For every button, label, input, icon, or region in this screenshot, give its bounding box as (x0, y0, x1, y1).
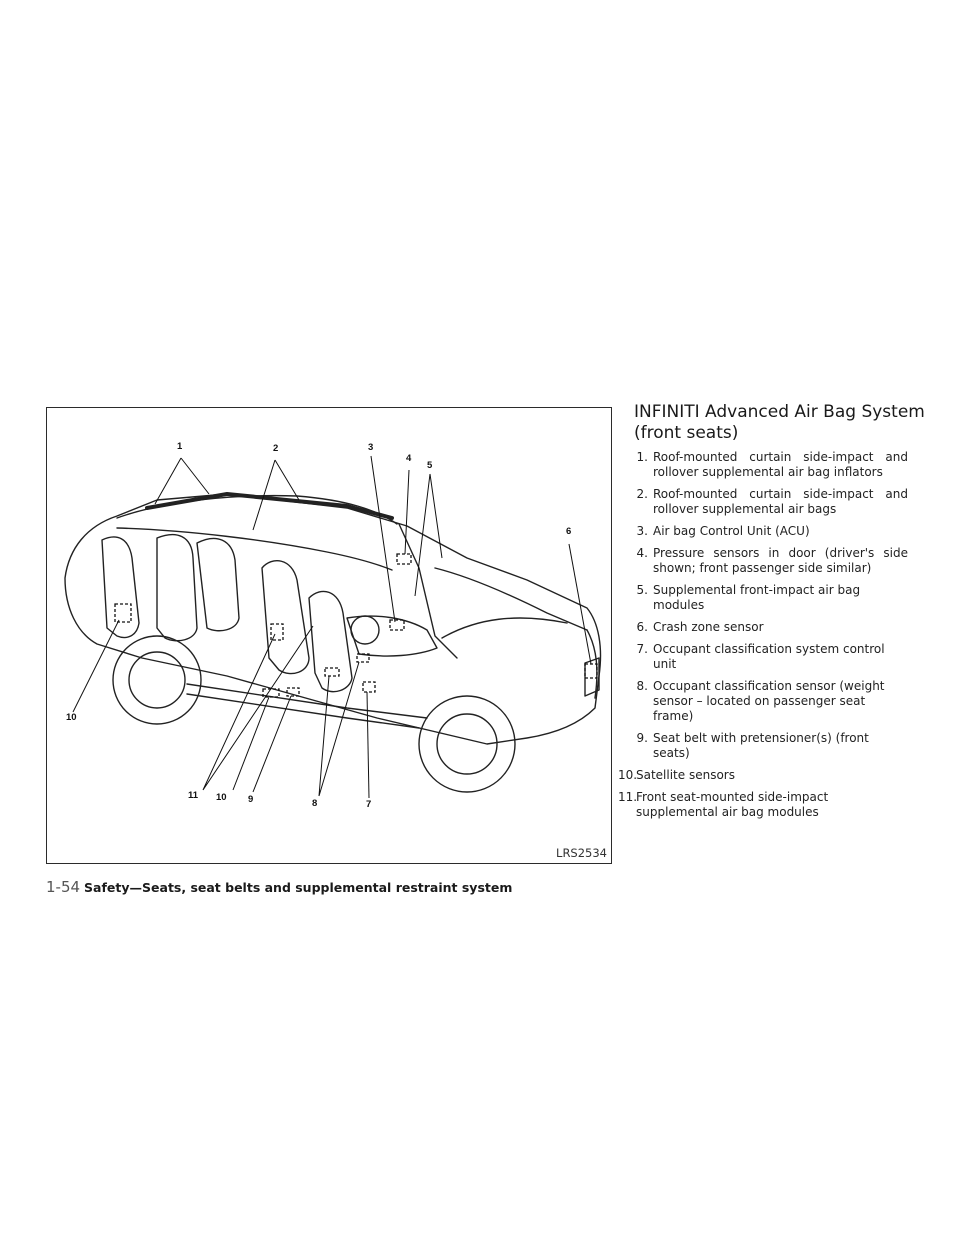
front-fascia (586, 629, 598, 699)
callout-9: 9 (248, 794, 254, 805)
leader-6 (568, 543, 592, 665)
front-wheel (418, 695, 516, 793)
item-number: 2. (636, 487, 648, 501)
list-item: 5. Supplemental front-impact air bag modu… (618, 583, 908, 613)
leader-4 (404, 469, 410, 555)
item-text: Crash zone sensor (653, 620, 764, 634)
list-item: 4. Pressure sensors in door (driver's sid… (618, 546, 908, 576)
callout-3: 3 (368, 442, 374, 453)
callout-2: 2 (273, 443, 279, 454)
item-text: Satellite sensors (636, 768, 735, 782)
sensor-box-satellite-rear (114, 603, 132, 623)
item-number: 11. (618, 790, 638, 804)
list-item: 2. Roof-mounted curtain side-impact and r… (618, 487, 908, 517)
leader-5 (414, 473, 443, 597)
leader-10-left (72, 619, 120, 713)
hood-crease (441, 617, 568, 639)
list-item: 8. Occupant classification sensor (weight… (618, 679, 908, 724)
item-number: 6. (636, 620, 648, 634)
list-item: 9. Seat belt with pretensioner(s) (front … (618, 731, 908, 761)
hood-line (434, 567, 588, 631)
dashboard (346, 615, 438, 657)
leader-7 (366, 691, 370, 799)
leader-9 (252, 695, 292, 793)
sensor-box-door-pressure (396, 553, 412, 565)
front-seat-driver (261, 560, 310, 675)
airbag-system-illustration: 1 2 3 4 5 6 10 11 10 9 8 7 LRS2534 (46, 407, 612, 864)
figure-code: LRS2534 (556, 846, 607, 860)
item-text: Roof-mounted curtain side-impact and rol… (653, 487, 908, 516)
callout-10-mid: 10 (216, 792, 227, 803)
item-number: 4. (636, 546, 648, 560)
callout-10-left: 10 (66, 712, 77, 723)
component-list: 1. Roof-mounted curtain side-impact and r… (618, 450, 908, 827)
sensor-box-acu (389, 619, 405, 631)
front-seat-passenger (308, 590, 353, 693)
item-number: 7. (636, 642, 648, 656)
roof-rail-right (116, 527, 393, 571)
leader-3 (370, 455, 396, 623)
callout-5: 5 (427, 460, 433, 471)
sensor-box-pretensioner (286, 687, 300, 697)
front-wheel-hub (436, 713, 498, 775)
leader-2 (252, 459, 300, 531)
leader-11 (202, 625, 314, 791)
rear-seat-left (101, 536, 140, 639)
grille (584, 657, 600, 697)
list-item: 10.Satellite sensors (618, 768, 908, 783)
section-title: INFINITI Advanced Air Bag System (front … (634, 402, 925, 443)
item-number: 9. (636, 731, 648, 745)
sensor-box-occupant (324, 667, 340, 677)
leader-8 (318, 661, 360, 797)
rear-seat-mid (156, 533, 198, 642)
leader-10-mid (232, 696, 270, 791)
footer-title: Safety—Seats, seat belts and supplementa… (84, 880, 513, 895)
item-text: Air bag Control Unit (ACU) (653, 524, 810, 538)
list-item: 6. Crash zone sensor (618, 620, 908, 635)
callout-7: 7 (366, 799, 372, 810)
item-number: 5. (636, 583, 648, 597)
leader-1 (154, 457, 210, 505)
steering-wheel (350, 615, 380, 645)
item-number: 3. (636, 524, 648, 538)
item-number: 10. (618, 768, 638, 782)
windshield (398, 523, 458, 659)
rear-wheel (112, 635, 202, 725)
curtain-airbag (145, 492, 394, 520)
callout-6: 6 (566, 526, 572, 537)
rear-seat-right (196, 537, 240, 632)
item-text: Occupant classification sensor (weight s… (653, 679, 885, 723)
sensor-box-weight (356, 653, 370, 663)
list-item: 3. Air bag Control Unit (ACU) (618, 524, 908, 539)
item-number: 8. (636, 679, 648, 693)
item-text: Supplemental front-impact air bag module… (653, 583, 861, 612)
side-sill (186, 683, 428, 719)
item-text: Front seat-mounted side-impact supplemen… (636, 790, 829, 819)
list-item: 11.Front seat-mounted side-impact supple… (618, 790, 908, 820)
sensor-box-ocs-unit (362, 681, 376, 693)
list-item: 1. Roof-mounted curtain side-impact and r… (618, 450, 908, 480)
callout-8: 8 (312, 798, 318, 809)
sensor-box-crash-zone (584, 663, 598, 679)
callout-1: 1 (177, 441, 183, 452)
item-text: Roof-mounted curtain side-impact and rol… (653, 450, 908, 479)
rear-wheel-hub (128, 651, 186, 709)
vehicle-cutaway-drawing (64, 455, 602, 799)
item-text: Pressure sensors in door (driver's side … (653, 546, 908, 575)
side-sill-lower (186, 693, 420, 729)
item-number: 1. (636, 450, 648, 464)
item-text: Seat belt with pretensioner(s) (front se… (653, 731, 869, 760)
list-item: 7. Occupant classification system control… (618, 642, 908, 672)
item-text: Occupant classification system control u… (653, 642, 885, 671)
sensor-box-seat-side (270, 623, 284, 641)
callout-11: 11 (188, 790, 199, 801)
callout-4: 4 (406, 453, 412, 464)
page-number: 1-54 (46, 878, 81, 896)
